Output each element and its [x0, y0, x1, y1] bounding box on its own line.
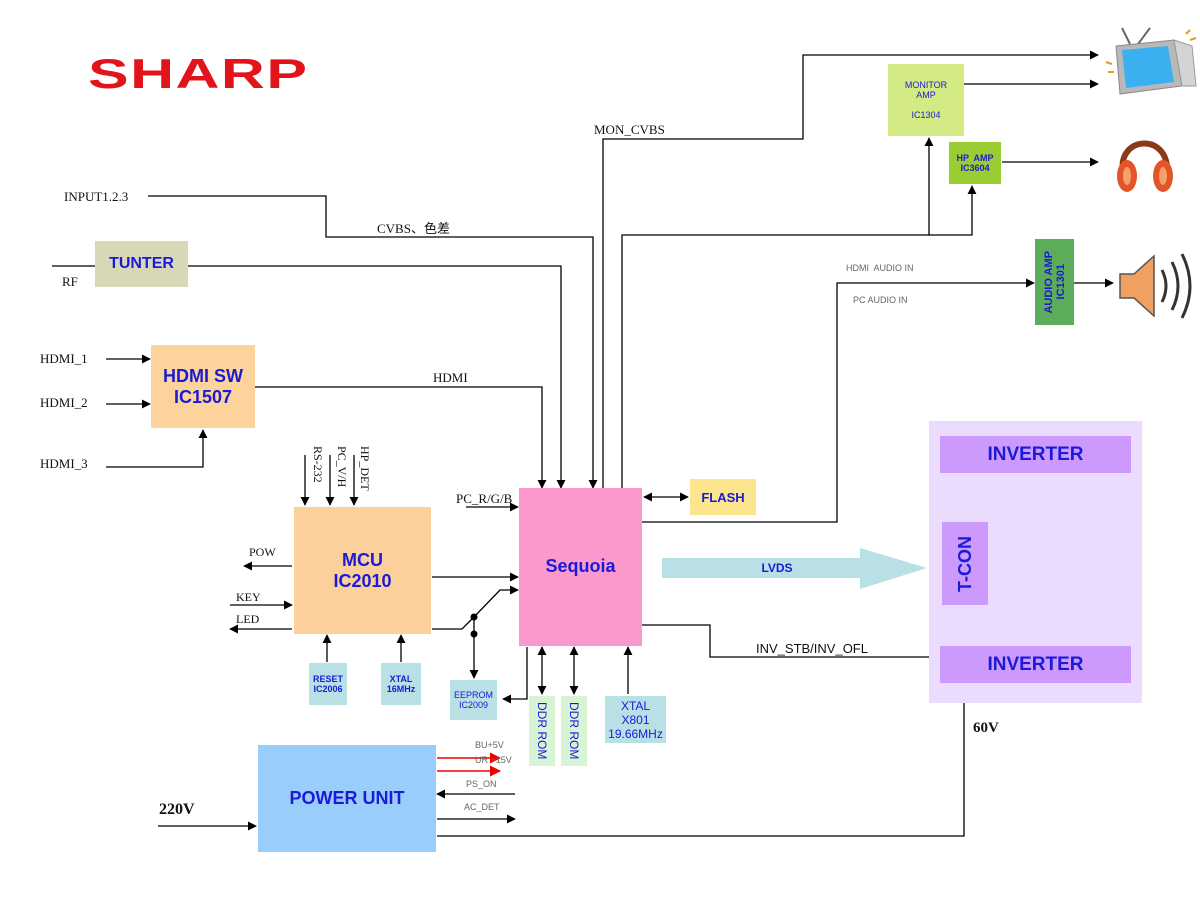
label-hdmi: HDMI	[433, 370, 468, 385]
hp-amp-block: HP AMP IC3604	[949, 142, 1001, 184]
label-rf: RF	[62, 274, 78, 289]
sharp-logo: SHARP	[88, 50, 309, 97]
wire-hdmi-3	[106, 429, 208, 468]
tuner-label: TUNTER	[109, 255, 174, 272]
mcu-block: MCU IC2010	[294, 507, 431, 634]
label-hdmi-2: HDMI_2	[40, 395, 88, 410]
audio-amp-label: AUDIO AMP	[1042, 250, 1055, 314]
mcu-ic: IC2010	[333, 570, 392, 591]
lvds-label: LVDS	[761, 561, 793, 575]
ddr-rom-1-label: DDR ROM	[535, 702, 549, 760]
xtal-mcu-block: XTAL 16MHz	[381, 663, 421, 705]
wire-audio-amp	[642, 278, 1035, 523]
power-unit-label: POWER UNIT	[289, 788, 405, 808]
label-rs232: RS-232	[311, 446, 325, 483]
switch-node-bottom	[470, 630, 478, 638]
label-220v: 220V	[159, 801, 195, 818]
speaker-icon	[1119, 253, 1192, 319]
wire-hp	[929, 185, 977, 236]
label-hdmi-3: HDMI_3	[40, 456, 88, 471]
inverter-bottom-label: INVERTER	[987, 653, 1084, 675]
reset-label: RESET	[312, 674, 343, 684]
xtal-seq-id: X801	[621, 712, 650, 727]
label-60v: 60V	[973, 720, 999, 736]
eeprom-block: EEPROM IC2009	[450, 680, 497, 720]
xtal-mcu-freq: 16MHz	[386, 684, 416, 694]
hdmi-switch-label: HDMI SW	[163, 365, 243, 386]
tcon-label: T-CON	[954, 535, 975, 592]
label-mon-cvbs: MON_CVBS	[594, 122, 665, 137]
hdmi-switch-block: HDMI SW IC1507	[151, 345, 255, 428]
monitor-amp-ic: IC1304	[911, 110, 941, 120]
label-cvbs: CVBS、色差	[377, 221, 450, 236]
switch-node-top	[470, 613, 478, 621]
reset-block: RESET IC2006	[309, 663, 347, 705]
tv-icon	[1105, 27, 1197, 95]
wire-inv-stb	[642, 624, 938, 662]
mcu-label: MCU	[342, 549, 383, 570]
xtal-seq-block: XTAL X801 19.66MHz	[605, 696, 666, 743]
flash-block: FLASH	[690, 479, 756, 515]
sequoia-label: Sequoia	[545, 556, 616, 576]
wire-60v	[437, 682, 969, 837]
label-led: LED	[236, 612, 260, 626]
monitor-amp-label-2: AMP	[916, 90, 936, 100]
wire-eeprom-seq	[502, 647, 528, 704]
flash-label: FLASH	[701, 489, 745, 505]
hp-amp-ic: IC3604	[960, 163, 990, 173]
reset-ic: IC2006	[313, 684, 343, 694]
eeprom-ic: IC2009	[458, 700, 489, 710]
eeprom-label: EEPROM	[453, 690, 493, 700]
lvds-arrow	[662, 548, 927, 589]
label-inv-stb: INV_STB/INV_OFL	[756, 641, 868, 656]
inverter-top-label: INVERTER	[987, 443, 1084, 465]
monitor-amp-label-1: MONITOR	[904, 80, 948, 90]
wire-input	[148, 195, 598, 489]
power-unit-block: POWER UNIT	[258, 745, 436, 852]
wire-hdmi	[255, 386, 547, 489]
label-input: INPUT1.2.3	[64, 189, 129, 204]
label-hp-det: HP_DET	[358, 446, 372, 491]
xtal-seq-label: XTAL	[620, 698, 651, 713]
audio-amp-ic: IC1301	[1054, 264, 1067, 300]
inverter-top-block: INVERTER	[940, 436, 1131, 473]
tcon-block: T-CON	[942, 522, 988, 605]
headphones-icon	[1117, 140, 1173, 192]
lvds-label-wrap: LVDS	[662, 558, 892, 578]
wire-audio-main	[621, 137, 934, 488]
inverter-bottom-block: INVERTER	[940, 646, 1131, 683]
ddr-rom-1-block: DDR ROM	[529, 696, 555, 766]
label-pc-vh: PC_V/H	[335, 446, 349, 488]
label-ur15v: UR +15V	[475, 755, 512, 765]
sequoia-block: Sequoia	[519, 488, 642, 646]
label-pc-rgb: PC_R/G/B	[456, 491, 513, 506]
xtal-mcu-label: XTAL	[389, 674, 413, 684]
label-pc-audio-in: PC AUDIO IN	[853, 295, 908, 305]
audio-amp-block: AUDIO AMP IC1301	[1035, 239, 1074, 325]
label-hdmi-1: HDMI_1	[40, 351, 88, 366]
ddr-rom-2-label: DDR ROM	[567, 702, 581, 760]
hdmi-switch-ic: IC1507	[173, 386, 233, 407]
hp-amp-label: HP AMP	[956, 153, 994, 163]
xtal-seq-freq: 19.66MHz	[608, 726, 663, 741]
wire-mcu-bus	[432, 585, 519, 630]
label-key: KEY	[236, 590, 261, 604]
ddr-rom-2-block: DDR ROM	[561, 696, 587, 766]
label-hdmi-audio-in: HDMI AUDIO IN	[846, 263, 914, 273]
monitor-amp-block: MONITOR AMP IC1304	[888, 64, 964, 136]
wire-mon-cvbs	[602, 50, 1099, 488]
label-pow: POW	[249, 545, 276, 559]
tuner-block: TUNTER	[95, 241, 188, 287]
label-ps-on: PS_ON	[466, 779, 497, 789]
label-bu5v: BU+5V	[475, 740, 504, 750]
wire-tuner	[188, 265, 566, 489]
label-ac-det: AC_DET	[464, 802, 500, 812]
